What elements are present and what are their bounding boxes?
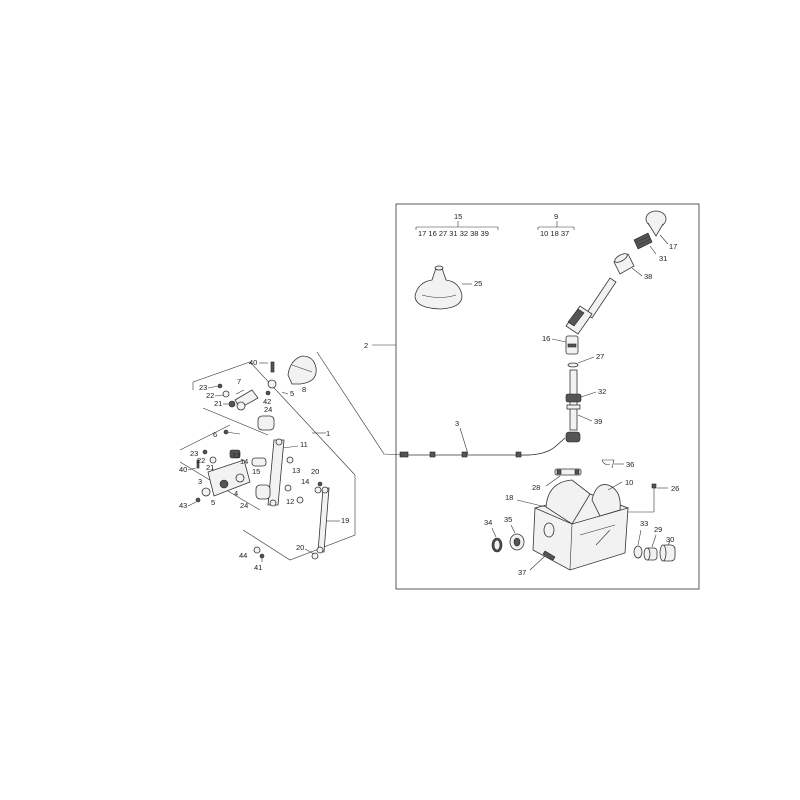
callout-39: 39 — [594, 417, 602, 426]
callout-40a: 40 — [249, 358, 257, 367]
callout-16: 16 — [542, 334, 550, 343]
lower-rod-assembly — [565, 369, 582, 443]
callout-28: 28 — [532, 483, 540, 492]
callout-3-left: 3 — [198, 477, 202, 486]
bushing-part-29 — [643, 547, 658, 561]
callout-5a: 5 — [290, 389, 294, 398]
callout-34: 34 — [484, 518, 492, 527]
callout-21a: 21 — [214, 399, 222, 408]
callout-29: 29 — [654, 525, 662, 534]
spring-part-31 — [633, 232, 653, 250]
callout-14b: 14 — [301, 477, 309, 486]
callout-42: 42 — [263, 397, 271, 406]
callout-27: 27 — [596, 352, 604, 361]
sleeve-part-38 — [613, 253, 635, 275]
callout-36: 36 — [626, 460, 634, 469]
kit-15-number: 15 — [454, 212, 462, 221]
boot-part-25 — [414, 265, 463, 310]
knob-part-17 — [645, 210, 667, 237]
left-linkage-assembly — [179, 355, 356, 562]
washer-part-33 — [633, 545, 643, 559]
callout-1: 1 — [326, 429, 330, 438]
callout-35: 35 — [504, 515, 512, 524]
callout-37: 37 — [518, 568, 526, 577]
spring-part-34 — [491, 537, 503, 553]
callout-24a: 24 — [264, 405, 272, 414]
callout-7: 7 — [237, 377, 241, 386]
callout-18: 18 — [505, 493, 513, 502]
callout-43: 43 — [179, 501, 187, 510]
cup-part-16 — [565, 335, 579, 355]
callout-5b: 5 — [211, 498, 215, 507]
clip-part-36 — [601, 459, 615, 469]
kit-15-group: 15 17 16 27 31 32 38 39 — [415, 212, 499, 238]
bushing-part-35 — [509, 533, 525, 551]
callout-6: 6 — [213, 430, 217, 439]
callout-41: 41 — [254, 563, 262, 572]
callout-12a: 12 — [232, 451, 240, 460]
kit-9-number: 9 — [554, 212, 558, 221]
callout-17: 17 — [669, 242, 677, 251]
assembly-frame-2 — [395, 203, 700, 590]
callout-22b: 22 — [197, 456, 205, 465]
callout-3: 3 — [455, 419, 459, 428]
callout-24b: 24 — [240, 501, 248, 510]
callout-11: 11 — [300, 440, 308, 449]
callout-23a: 23 — [199, 383, 207, 392]
callout-19: 19 — [341, 516, 349, 525]
callout-23b: 23 — [190, 449, 198, 458]
pin-part-28 — [554, 468, 582, 476]
callout-22a: 22 — [206, 391, 214, 400]
callout-8: 8 — [302, 385, 306, 394]
shifter-housing-part-37 — [532, 479, 630, 571]
callout-2: 2 — [364, 341, 368, 350]
callout-4: 4 — [234, 489, 238, 498]
cap-part-30 — [659, 544, 676, 562]
callout-38: 38 — [644, 272, 652, 281]
callout-31: 31 — [659, 254, 667, 263]
ring-part-27 — [567, 362, 579, 368]
callout-14a: 14 — [240, 457, 248, 466]
shift-cable-part-3 — [399, 437, 566, 458]
callout-13: 13 — [292, 466, 300, 475]
callout-12b: 12 — [286, 497, 294, 506]
callout-15: 15 — [252, 467, 260, 476]
callout-26: 26 — [671, 484, 679, 493]
callout-44: 44 — [239, 551, 247, 560]
callout-30: 30 — [666, 535, 674, 544]
bolt-part-26 — [651, 483, 657, 498]
callout-33: 33 — [640, 519, 648, 528]
callout-25: 25 — [474, 279, 482, 288]
callout-32: 32 — [598, 387, 606, 396]
callout-20b: 20 — [296, 543, 304, 552]
callout-21b: 21 — [206, 463, 214, 472]
kit-15-contents: 17 16 27 31 32 38 39 — [418, 229, 489, 238]
gear-lever-shaft — [565, 277, 617, 335]
kit-9-contents: 10 18 37 — [540, 229, 569, 238]
callout-20a: 20 — [311, 467, 319, 476]
callout-40b: 40 — [179, 465, 187, 474]
callout-10: 10 — [625, 478, 633, 487]
kit-9-group: 9 10 18 37 — [537, 212, 575, 238]
